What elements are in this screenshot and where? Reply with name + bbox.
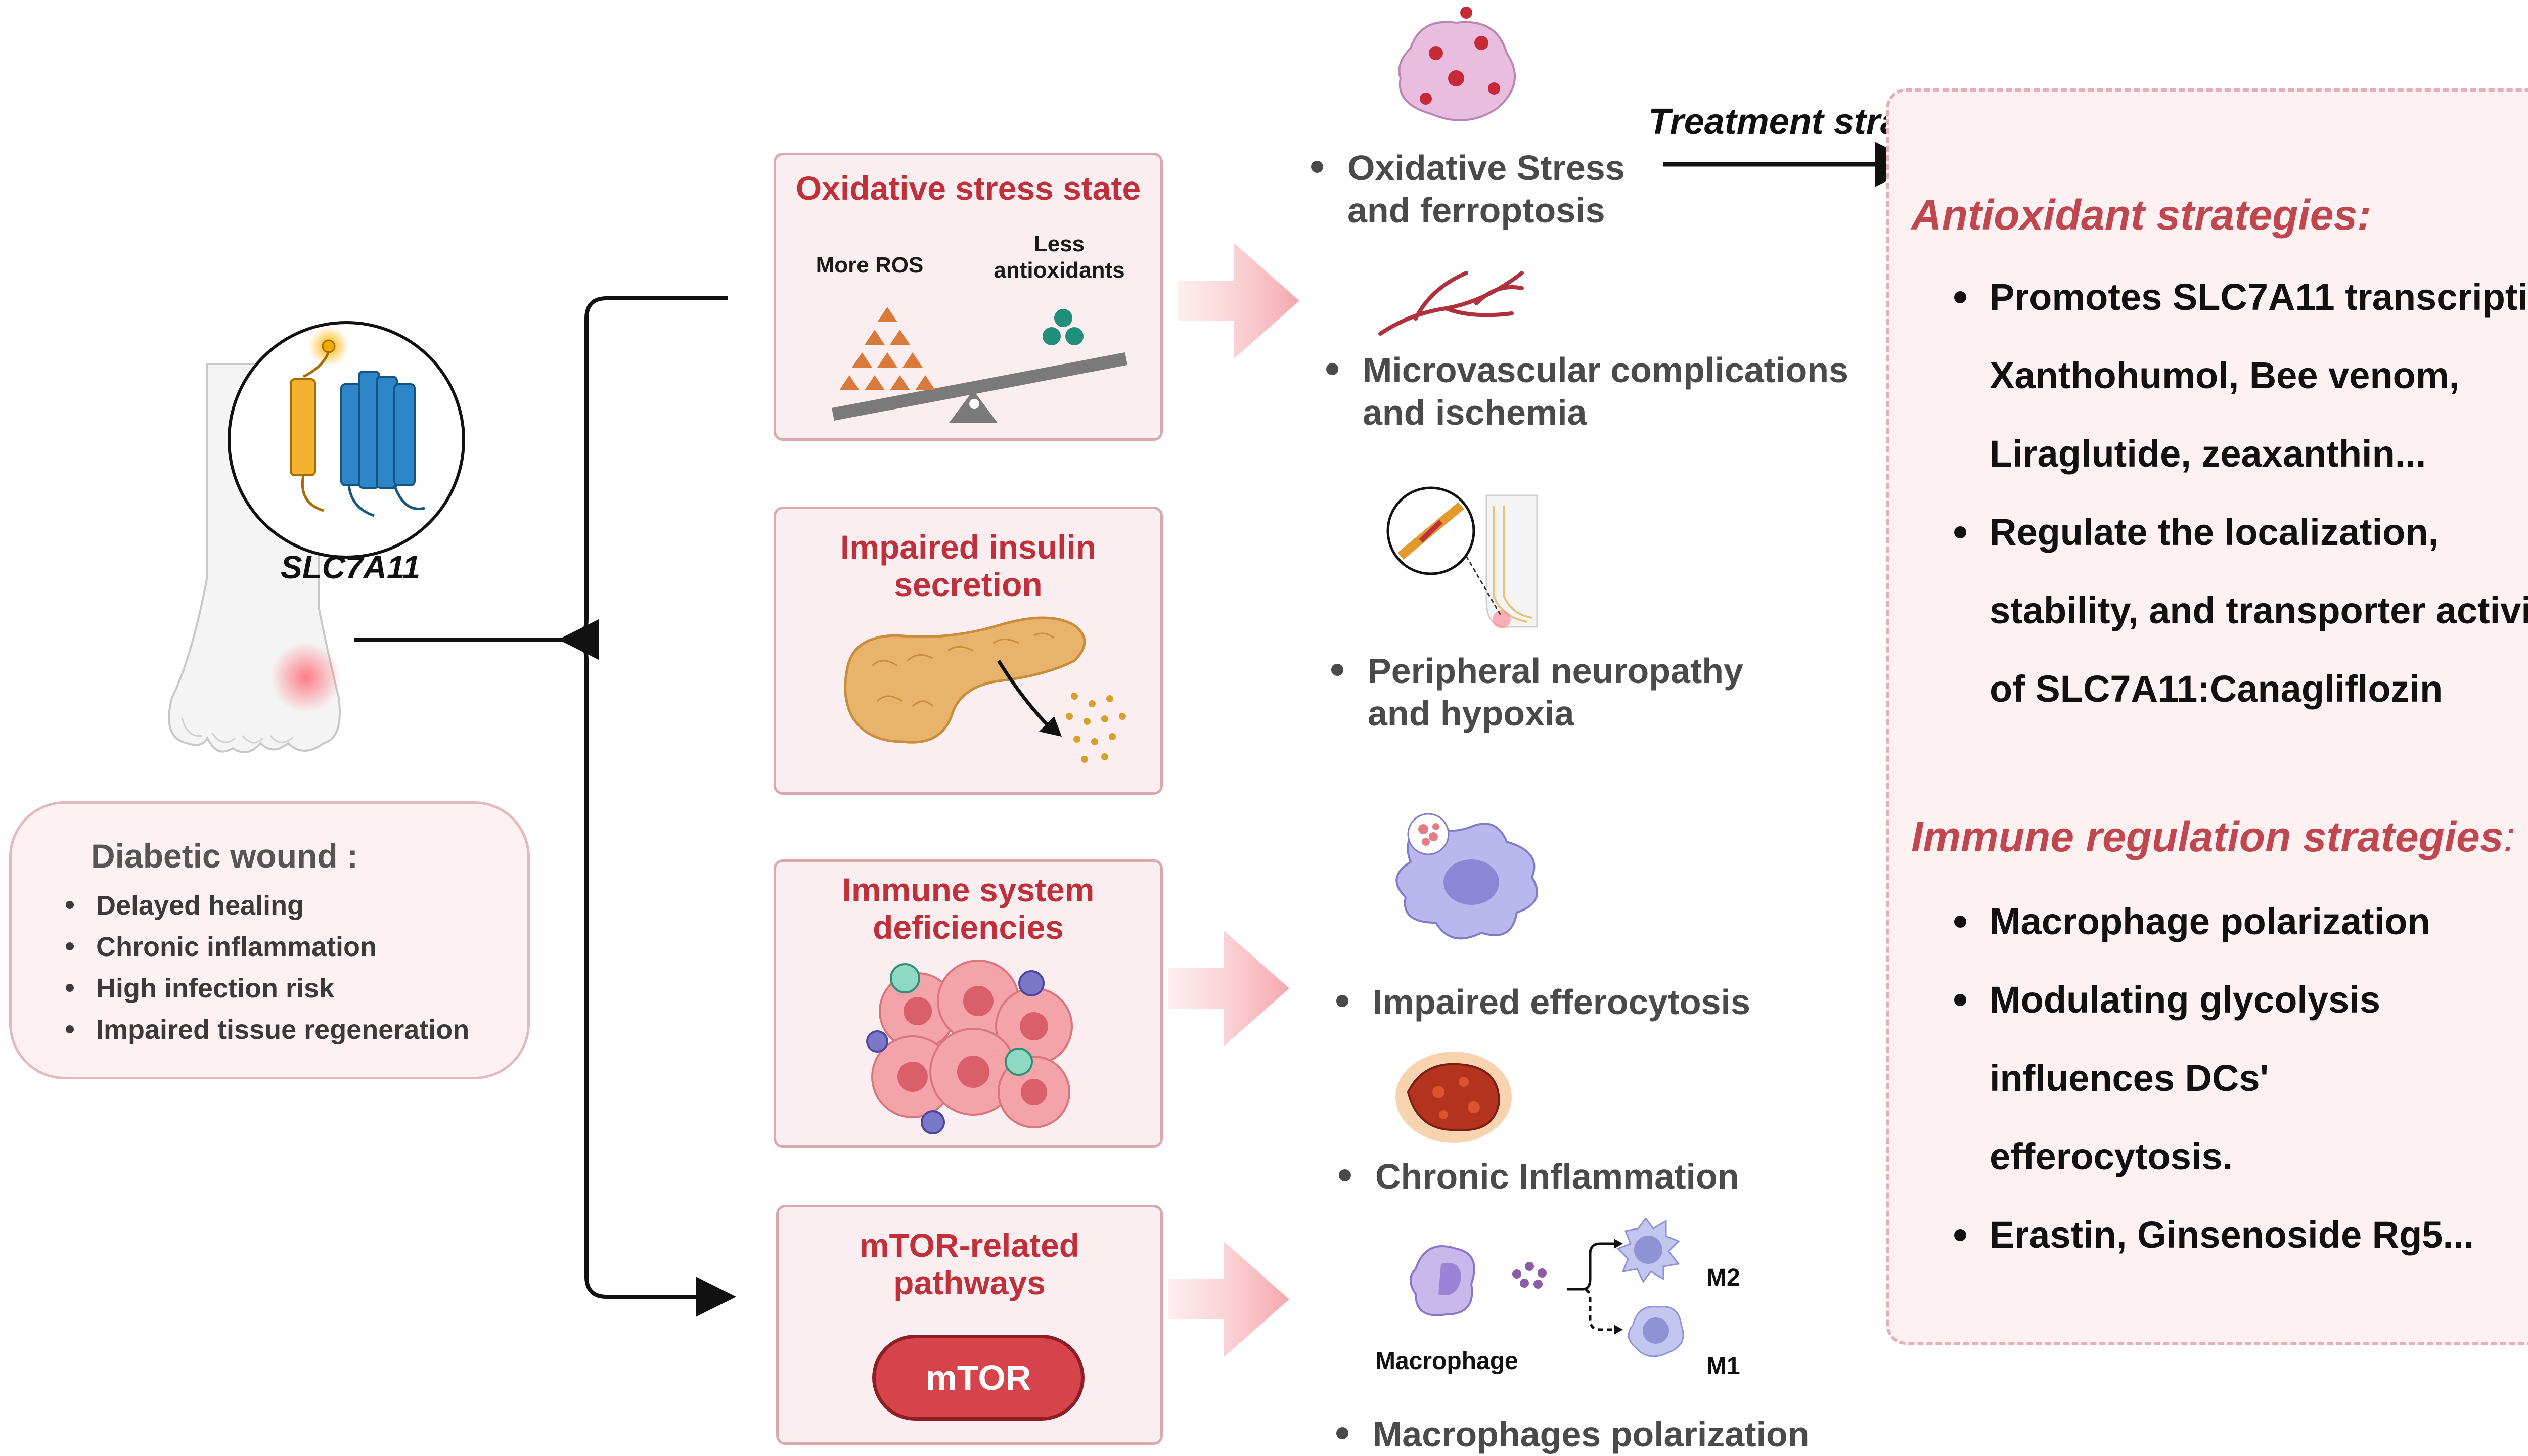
pancreas-icon: [844, 616, 1126, 763]
diabetic-wound-box: [9, 801, 530, 1079]
blood-vessel-icon: [1378, 271, 1524, 336]
slc7a11-protein-circle: [228, 321, 465, 559]
wound-spot: [270, 642, 341, 713]
pink-flow-arrows: [1168, 243, 1299, 1357]
immune-item: Erastin, Ginsenoside Rg5...: [1954, 1196, 2528, 1274]
outcome-macrophages: Macrophages polarization: [1336, 1413, 1809, 1455]
mtor-pathways-box: mTOR-related pathways mTOR: [776, 1205, 1163, 1445]
immune-item: Macrophage polarization: [1954, 882, 2528, 961]
box-title: mTOR-related pathways: [859, 1226, 1080, 1301]
more-ros-label: More ROS: [816, 253, 924, 278]
macrophage-label: Macrophage: [1375, 1348, 1518, 1375]
macrophage-polarization-icon: [1410, 1218, 1684, 1357]
list-item: High infection risk: [66, 968, 469, 1009]
inflammation-tissue-icon: [1395, 1052, 1512, 1143]
antioxidant-item: Promotes SLC7A11 transcription: Xanthohu…: [1954, 258, 2528, 493]
antioxidant-item: Regulate the localization, stability, an…: [1954, 493, 2528, 728]
less-antioxidants-label: Less antioxidants: [994, 232, 1125, 283]
diabetic-wound-list: Delayed healing Chronic inflammation Hig…: [66, 885, 469, 1051]
immune-cells-icon: [866, 960, 1073, 1134]
immune-item: Modulating glycolysis influences DCs' ef…: [1954, 961, 2528, 1196]
outcome-microvascular: Microvascular complications and ischemia: [1326, 349, 1848, 434]
box-title: Oxidative stress state: [795, 169, 1141, 207]
outcome-oxidative-stress: Oxidative Stress and ferroptosis: [1311, 147, 1625, 232]
list-item: Impaired tissue regeneration: [66, 1009, 469, 1051]
ferroptosis-cell-icon: [1398, 7, 1516, 121]
strategies-panel: [1886, 88, 2528, 1345]
outcome-efferocytosis: Impaired efferocytosis: [1336, 981, 1750, 1023]
box-title: Immune system deficiencies: [842, 871, 1095, 946]
m1-label: M1: [1706, 1353, 1740, 1380]
outcome-neuropathy: Peripheral neuropathy and hypoxia: [1331, 650, 1743, 735]
insulin-secretion-box: Impaired insulin secretion: [774, 507, 1163, 795]
efferocytosis-cell-icon: [1395, 813, 1538, 940]
mtor-pill: mTOR: [872, 1335, 1085, 1421]
nerve-foot-icon: [1386, 486, 1538, 628]
immune-regulation-title: Immune regulation strategies:: [1911, 813, 2515, 860]
seesaw-icon: [832, 307, 1127, 423]
oxidative-stress-box: Oxidative stress state More ROS Less ant…: [774, 153, 1163, 441]
outcome-inflammation: Chronic Inflammation: [1339, 1155, 1739, 1198]
antioxidant-title: Antioxidant strategies:: [1911, 191, 2372, 239]
gene-label: SLC7A11: [281, 549, 421, 585]
list-item: Chronic inflammation: [66, 926, 469, 968]
box-title: Impaired insulin secretion: [840, 528, 1097, 603]
diabetic-wound-title: Diabetic wound :: [91, 837, 358, 875]
immune-deficiency-box: Immune system deficiencies: [774, 859, 1163, 1148]
list-item: Delayed healing: [66, 885, 469, 926]
m2-label: M2: [1706, 1264, 1740, 1291]
